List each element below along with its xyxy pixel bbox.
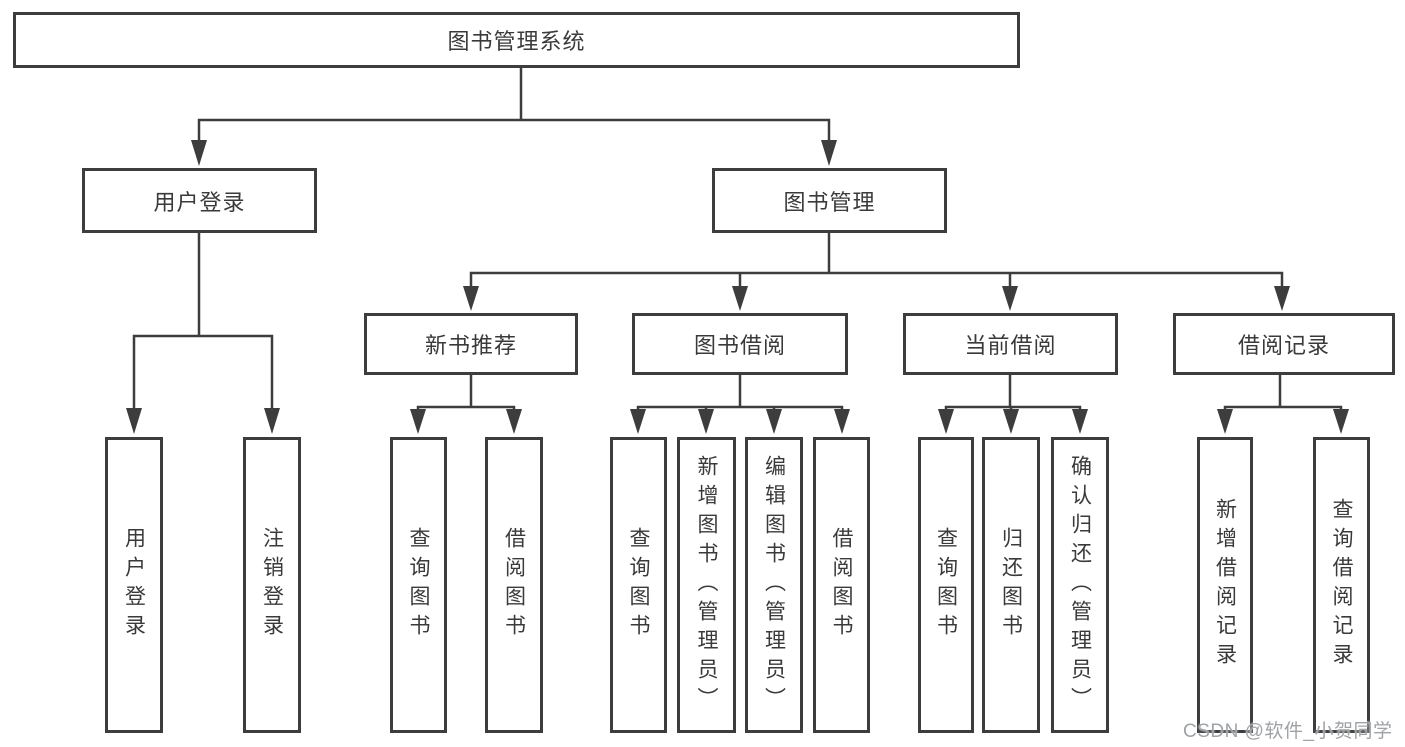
node-confirm-return-admin: 确认归还（管理员） [1051, 437, 1109, 733]
connector-new-book-split [410, 373, 522, 434]
node-book-borrowing: 图书借阅 [632, 313, 848, 375]
node-edit-books-admin: 编辑图书（管理员） [745, 437, 803, 733]
arrowhead [834, 409, 850, 434]
arrowhead [126, 408, 142, 434]
connector-book-management-split [463, 231, 1290, 311]
connector-root-split [191, 65, 837, 166]
node-new-book-recommendation: 新书推荐 [364, 313, 578, 375]
connector-user-login-split [126, 231, 280, 434]
node-user-login-group: 用户登录 [82, 168, 317, 233]
arrowhead [264, 408, 280, 434]
node-query-books-recommend: 查询图书 [390, 437, 447, 733]
arrowhead [938, 409, 954, 434]
csdn-watermark: CSDN @软件_小贺同学 [1183, 721, 1393, 742]
arrowhead [821, 140, 837, 166]
arrowhead [630, 409, 646, 434]
node-query-books-current: 查询图书 [918, 437, 974, 733]
node-borrow-books-recommend: 借阅图书 [485, 437, 543, 733]
node-current-borrowing: 当前借阅 [903, 313, 1118, 375]
node-query-books-borrowing: 查询图书 [610, 437, 667, 733]
arrowhead [1274, 286, 1290, 311]
node-library-management-system: 图书管理系统 [13, 12, 1020, 68]
arrowhead [463, 286, 479, 311]
node-book-management: 图书管理 [712, 168, 947, 233]
node-borrowing-records: 借阅记录 [1173, 313, 1395, 375]
arrowhead [191, 140, 207, 166]
connector-current-borrowing-split [938, 373, 1088, 434]
node-return-books: 归还图书 [982, 437, 1040, 733]
node-user-login: 用户登录 [105, 437, 163, 733]
arrowhead [1003, 409, 1019, 434]
node-borrow-books: 借阅图书 [813, 437, 870, 733]
arrowhead [1333, 409, 1349, 434]
node-logout: 注销登录 [243, 437, 301, 733]
arrowhead [410, 409, 426, 434]
arrowhead [732, 286, 748, 311]
arrowhead [1217, 409, 1233, 434]
node-query-borrow-record: 查询借阅记录 [1313, 437, 1370, 733]
arrowhead [1072, 409, 1088, 434]
arrowhead [1002, 286, 1018, 311]
connector-borrowing-records-split [1217, 373, 1349, 434]
node-add-borrow-record: 新增借阅记录 [1197, 437, 1253, 733]
arrowhead [698, 409, 714, 434]
arrowhead [506, 409, 522, 434]
arrowhead [766, 409, 782, 434]
node-add-books-admin: 新增图书（管理员） [677, 437, 736, 733]
connector-book-borrowing-split [630, 373, 850, 434]
